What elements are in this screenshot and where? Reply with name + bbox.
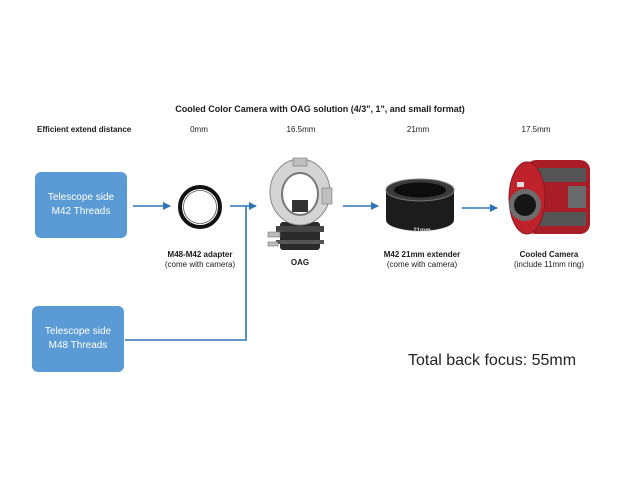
oag-icon [267, 157, 333, 250]
m42-box-line2: M42 Threads [51, 206, 111, 217]
m48-telescope-box: Telescope side M48 Threads [32, 306, 124, 372]
camera-note: (include 11mm ring) [513, 260, 585, 269]
diagram-title: Cooled Color Camera with OAG solution (4… [175, 104, 465, 114]
extender-name: M42 21mm extender [383, 250, 461, 259]
distance-oag: 16.5mm [286, 125, 316, 134]
distance-adapter: 0mm [190, 125, 208, 134]
adapter-note: (come with camera) [164, 260, 236, 269]
oag-name: OAG [290, 258, 310, 267]
extend-distance-label: Efficient extend distance [37, 125, 132, 134]
extender-note: (come with camera) [386, 260, 458, 269]
m48-box-line1: Telescope side [44, 326, 112, 337]
total-back-focus: Total back focus: 55mm [408, 352, 577, 369]
distance-extender: 21mm [406, 125, 430, 134]
extender-caption: M42 21mm extender (come with camera) [384, 250, 460, 270]
extender-engraving: 21mm [413, 228, 430, 234]
camera-name: Cooled Camera [519, 250, 579, 259]
cooled-camera-icon [508, 160, 590, 235]
adapter-name: M48-M42 adapter [167, 250, 233, 259]
m42-box-line1: Telescope side [47, 192, 115, 203]
camera-caption: Cooled Camera (include 11mm ring) [514, 250, 584, 270]
arrow-m48-to-oag [125, 206, 247, 341]
adapter-caption: M48-M42 adapter (come with camera) [165, 250, 235, 270]
adapter-ring-icon [178, 185, 222, 229]
extender-ring-icon [385, 178, 455, 231]
m42-telescope-box: Telescope side M42 Threads [35, 172, 127, 238]
distance-camera: 17.5mm [521, 125, 551, 134]
oag-caption: OAG [291, 258, 309, 268]
m48-box-line2: M48 Threads [48, 340, 108, 351]
